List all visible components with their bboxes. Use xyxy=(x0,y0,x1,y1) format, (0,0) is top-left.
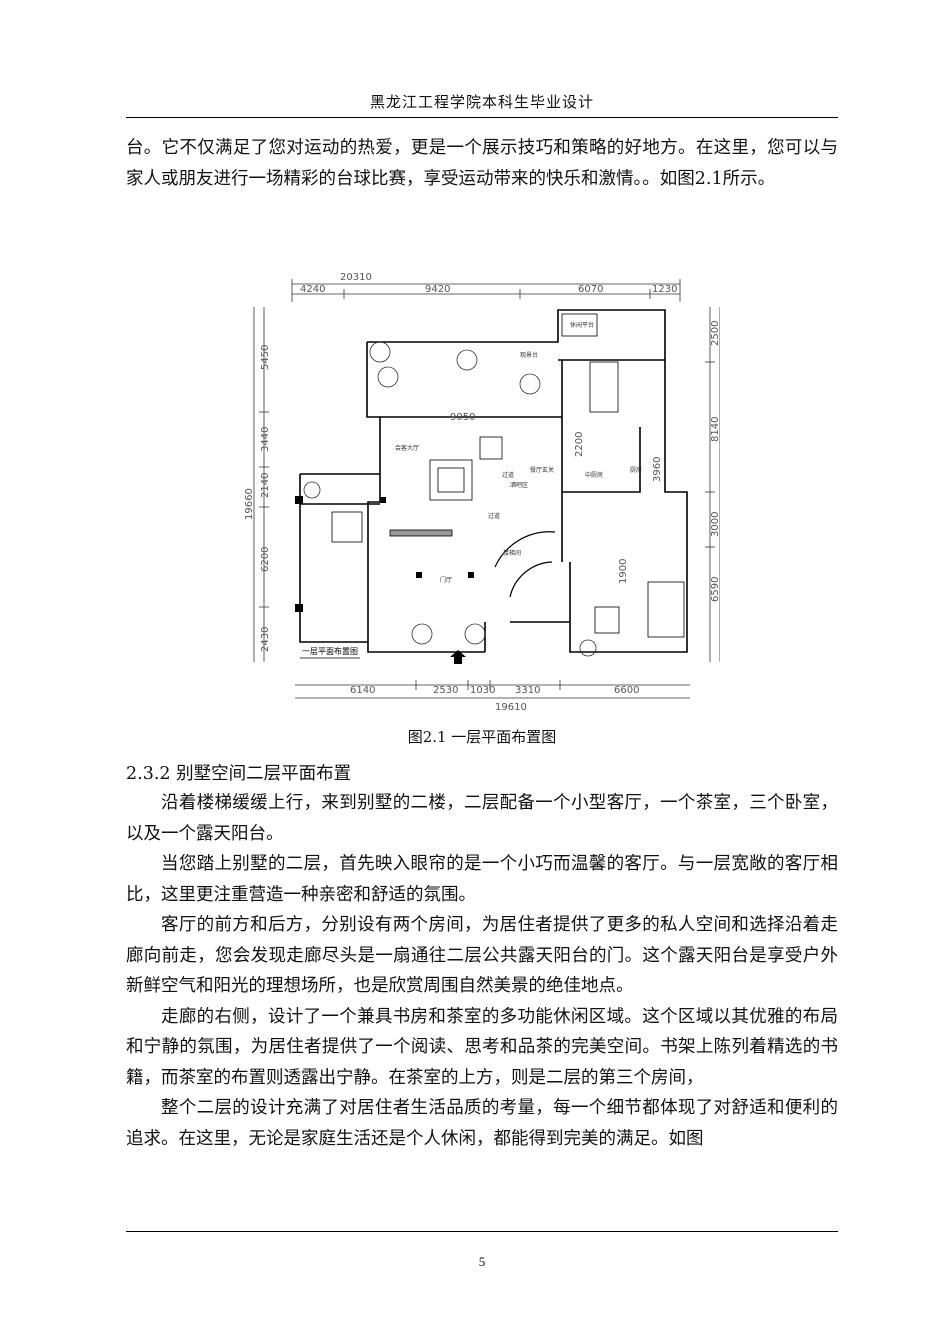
room-label-bar: 酒吧区 xyxy=(510,481,528,489)
dim-left-total: 19660 xyxy=(244,488,255,520)
room-label-living: 会客大厅 xyxy=(395,444,419,452)
room-label-chinese-kitchen: 中厨房 xyxy=(585,471,603,479)
dim-right-1: 2500 xyxy=(710,321,720,346)
room-label-foyer: 门厅 xyxy=(440,576,452,584)
room-label-terrace: 观景台 xyxy=(520,351,538,359)
dim-bottom-5: 6600 xyxy=(614,685,639,696)
paragraph-3: 客厅的前方和后方，分别设有两个房间，为居住者提供了更多的私人空间和选择沿着走廊向… xyxy=(126,915,838,996)
dim-left-5: 2430 xyxy=(260,627,271,652)
dim-right-2: 8140 xyxy=(710,417,720,442)
room-label-leisure-deck: 休闲平台 xyxy=(570,321,594,329)
room-label-corridor-1: 过道 xyxy=(502,471,514,479)
dim-left-4: 6200 xyxy=(260,547,271,572)
dim-bottom-2: 2530 xyxy=(433,685,458,696)
paragraph-2: 当您踏上别墅的二层，首先映入眼帘的是一个小巧而温馨的客厅。与一层宽敞的客厅相比，… xyxy=(126,854,838,905)
paragraph-1: 沿着楼梯缓缓上行，来到别墅的二楼，二层配备一个小型客厅，一个茶室，三个卧室，以及… xyxy=(126,793,838,844)
dim-bottom-1: 6140 xyxy=(350,685,375,696)
intro-paragraph: 台。它不仅满足了您对运动的热爱，更是一个展示技巧和策略的好地方。在这里，您可以与… xyxy=(126,138,838,189)
room-label-kitchen: 厨房 xyxy=(630,466,642,474)
paragraph-4: 走廊的右侧，设计了一个兼具书房和茶室的多功能休闲区域。这个区域以其优雅的布局和宁… xyxy=(126,1006,838,1088)
dim-top-2: 9420 xyxy=(425,284,450,295)
body-paragraphs: 沿着楼梯缓缓上行，来到别墅的二楼，二层配备一个小型客厅，一个茶室，三个卧室，以及… xyxy=(126,788,838,1154)
intro-block: 台。它不仅满足了您对运动的热爱，更是一个展示技巧和策略的好地方。在这里，您可以与… xyxy=(126,133,838,194)
dim-right-3: 3000 xyxy=(710,512,720,537)
dim-inner-3: 3960 xyxy=(652,457,663,482)
dim-right-4: 6590 xyxy=(710,577,720,602)
page-header: 黑龙江工程学院本科生毕业设计 xyxy=(369,93,594,111)
page-number: 5 xyxy=(478,1254,486,1269)
dim-left-1: 5450 xyxy=(260,345,271,370)
dim-top-1: 4240 xyxy=(300,284,325,295)
dim-inner-2: 2200 xyxy=(574,432,585,457)
dim-top-total: 20310 xyxy=(340,272,372,283)
room-label-corridor-2: 过道 xyxy=(488,512,500,520)
section-heading: 2.3.2 别墅空间二层平面布置 xyxy=(126,764,352,784)
header-divider xyxy=(126,117,838,118)
room-label-stairs: 楼梯间 xyxy=(503,549,521,557)
footer-divider xyxy=(126,1231,838,1232)
room-label-dining-entry: 餐厅玄关 xyxy=(530,466,554,474)
paragraph-5: 整个二层的设计充满了对居住者生活品质的考量，每一个细节都体现了对舒适和便利的追求… xyxy=(126,1098,838,1149)
dim-bottom-4: 3310 xyxy=(515,685,540,696)
dim-bottom-3: 1030 xyxy=(470,685,495,696)
dim-top-3: 6070 xyxy=(578,284,603,295)
figure-caption: 图2.1 一层平面布置图 xyxy=(407,728,557,746)
plan-title: 一层平面布置图 xyxy=(302,646,358,656)
floor-plan-figure: 20310 4240 9420 6070 1230 19610 6140 253… xyxy=(240,262,731,717)
dim-top-4: 1230 xyxy=(652,284,677,295)
dim-inner-1: 9050 xyxy=(450,412,475,423)
dim-left-2: 3440 xyxy=(260,427,271,452)
dim-left-3: 2140 xyxy=(260,473,271,498)
dim-inner-4: 1900 xyxy=(618,559,629,584)
dim-bottom-total: 19610 xyxy=(495,702,527,713)
